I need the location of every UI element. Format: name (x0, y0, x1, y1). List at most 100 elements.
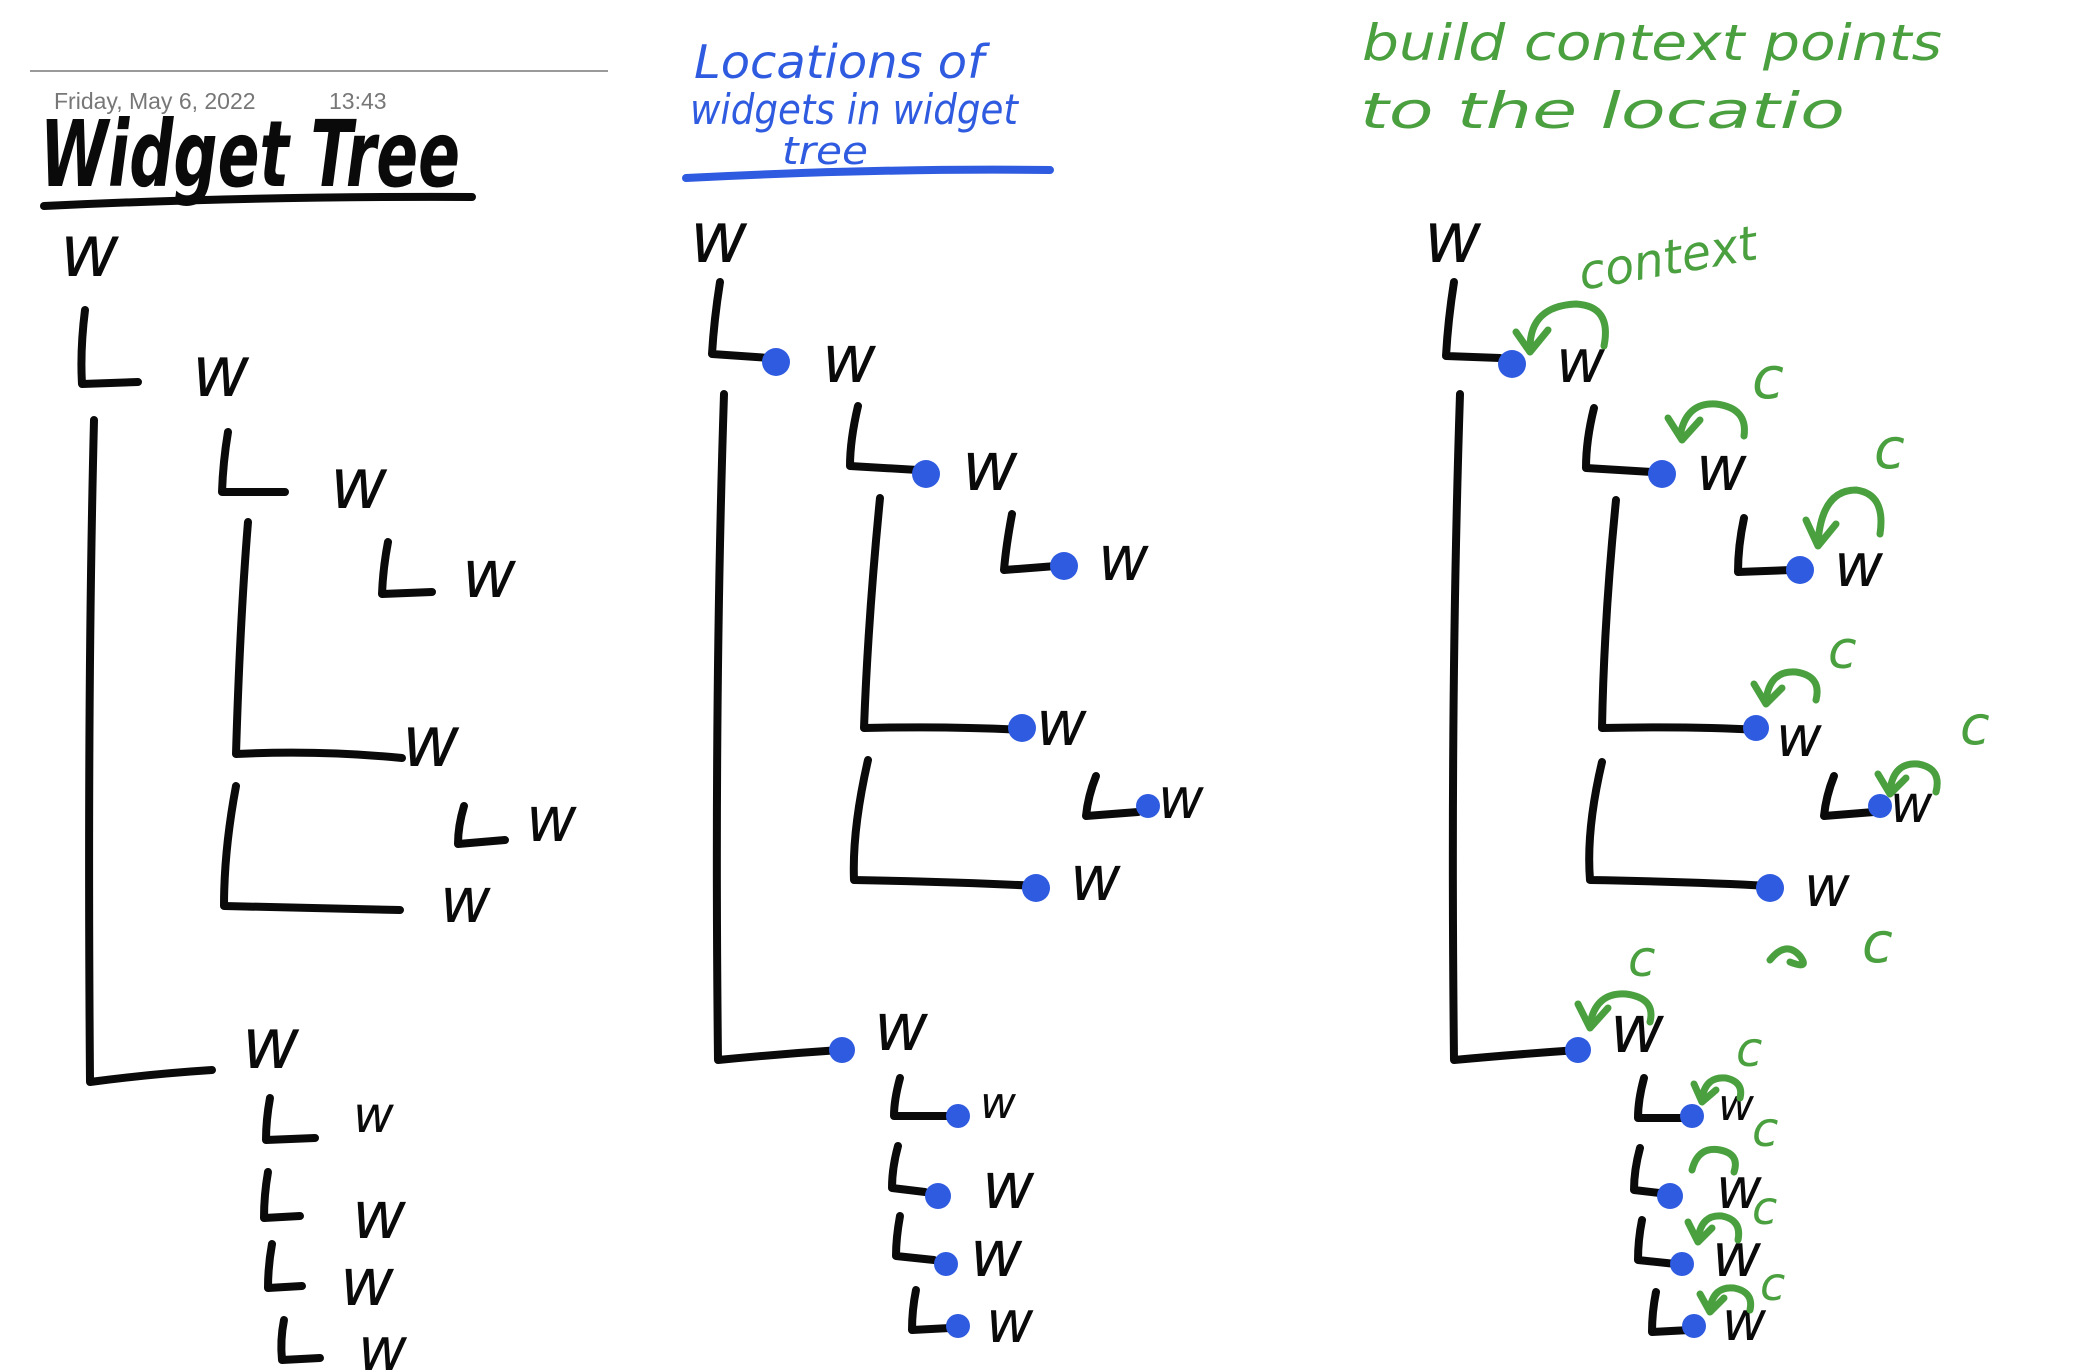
widget-node: w (970, 1218, 1023, 1292)
tree-connector (712, 390, 844, 1064)
context-arrow (1664, 414, 1704, 444)
branch-hook (846, 402, 922, 474)
branch-hook (908, 1286, 954, 1334)
title-locations-line3: tree (782, 129, 868, 173)
branch-hook (890, 1074, 954, 1120)
context-arrow (1684, 1218, 1716, 1246)
location-dot (1682, 1314, 1706, 1338)
context-arrow (1690, 1080, 1720, 1106)
branch-hook (892, 1212, 938, 1264)
tree-connector (849, 756, 1042, 890)
tree-connector (860, 494, 1028, 734)
context-arrow (1762, 668, 1821, 704)
branch-hook (77, 306, 142, 388)
location-dot (1136, 794, 1160, 818)
panel-widget-locations: Locations of widgets in widget tree w w … (682, 35, 1204, 1356)
location-dot (1786, 556, 1814, 584)
widget-node: w (402, 701, 460, 783)
widget-node: w (1556, 327, 1606, 397)
location-dot (1050, 552, 1078, 580)
widget-node: w (962, 428, 1018, 507)
title-context-line2: to the locatio (1360, 82, 1845, 140)
tree-connector (220, 782, 404, 914)
context-arrow (1802, 516, 1840, 550)
context-arrow (1512, 326, 1552, 356)
widget-node: w (60, 209, 119, 293)
location-dot (1498, 350, 1526, 378)
location-dot (762, 348, 790, 376)
widget-node: w (440, 864, 491, 937)
location-dot (912, 460, 940, 488)
context-label: c (1736, 1022, 1762, 1078)
branch-hook (454, 802, 509, 848)
branch-hook (378, 538, 436, 598)
title-widget-tree: Widget Tree (40, 101, 460, 208)
context-arrow (1574, 1000, 1612, 1032)
branch-hook (262, 1094, 319, 1144)
context-label: c (1862, 911, 1893, 976)
widget-node: w (1804, 855, 1850, 920)
note-time: 13:43 (329, 88, 387, 114)
branch-hook (264, 1240, 306, 1292)
branch-hook (260, 1168, 304, 1222)
context-label: c (1760, 1257, 1785, 1311)
widget-node: w (1158, 767, 1204, 832)
context-label: c (1752, 1181, 1777, 1235)
context-label: c (1828, 621, 1857, 681)
tree-connector (1448, 390, 1582, 1064)
title-context-line1: build context points (1362, 14, 1942, 72)
context-arrow (1814, 486, 1885, 546)
context-arrow (1706, 1284, 1755, 1314)
context-arrow (1696, 1290, 1728, 1316)
widget-node: w (1834, 531, 1884, 601)
location-dot (1657, 1183, 1683, 1209)
location-dot (1868, 794, 1892, 818)
widget-node: w (1098, 522, 1149, 595)
branch-hook (1582, 404, 1656, 476)
widget-node: w (462, 536, 517, 613)
context-arrow (1874, 770, 1910, 798)
widget-node: w (340, 1244, 395, 1321)
branch-hook (1442, 278, 1504, 362)
widget-node: w (1716, 1157, 1762, 1222)
context-arrow (1688, 1145, 1739, 1176)
title-underline (682, 165, 1054, 182)
location-dot (934, 1252, 958, 1276)
context-label: c (1628, 930, 1656, 988)
annotation-context: context (1574, 215, 1763, 302)
panel-widget-tree: Widget Tree w w w w w w w w w w w w (40, 101, 577, 1372)
widget-node: w (352, 1177, 407, 1254)
context-label: c (1752, 1102, 1778, 1158)
widget-node: w (822, 321, 877, 398)
context-arrow (1676, 400, 1748, 440)
branch-hook (1082, 772, 1142, 820)
panel-build-context: build context points to the locatio cont… (1360, 14, 1990, 1353)
location-dot (829, 1037, 855, 1063)
tree-connector (1585, 758, 1774, 890)
title-locations-line1: Locations of (694, 35, 990, 89)
widget-node: w (358, 1315, 408, 1372)
location-dot (925, 1183, 951, 1209)
context-arrow (1526, 300, 1609, 352)
branch-hook (1634, 1074, 1694, 1122)
note-header: Friday, May 6, 2022 13:43 (30, 70, 608, 114)
context-label: c (1960, 694, 1990, 757)
widget-node: w (1696, 432, 1747, 505)
widget-node: w (1776, 705, 1822, 770)
note-date: Friday, May 6, 2022 (54, 88, 256, 114)
tree-connector (232, 518, 406, 762)
context-arrow (1750, 680, 1786, 708)
location-dot (946, 1104, 970, 1128)
widget-node: w (690, 197, 748, 279)
location-dot (946, 1314, 970, 1338)
location-dot (1680, 1104, 1704, 1128)
location-dot (1565, 1037, 1591, 1063)
widget-node: w (353, 1086, 394, 1144)
location-dot (1008, 714, 1036, 742)
location-dot (1743, 715, 1769, 741)
location-dot (1022, 874, 1050, 902)
widget-node: w (192, 331, 250, 413)
widget-node: w (1722, 1290, 1767, 1353)
branch-hook (218, 428, 289, 496)
